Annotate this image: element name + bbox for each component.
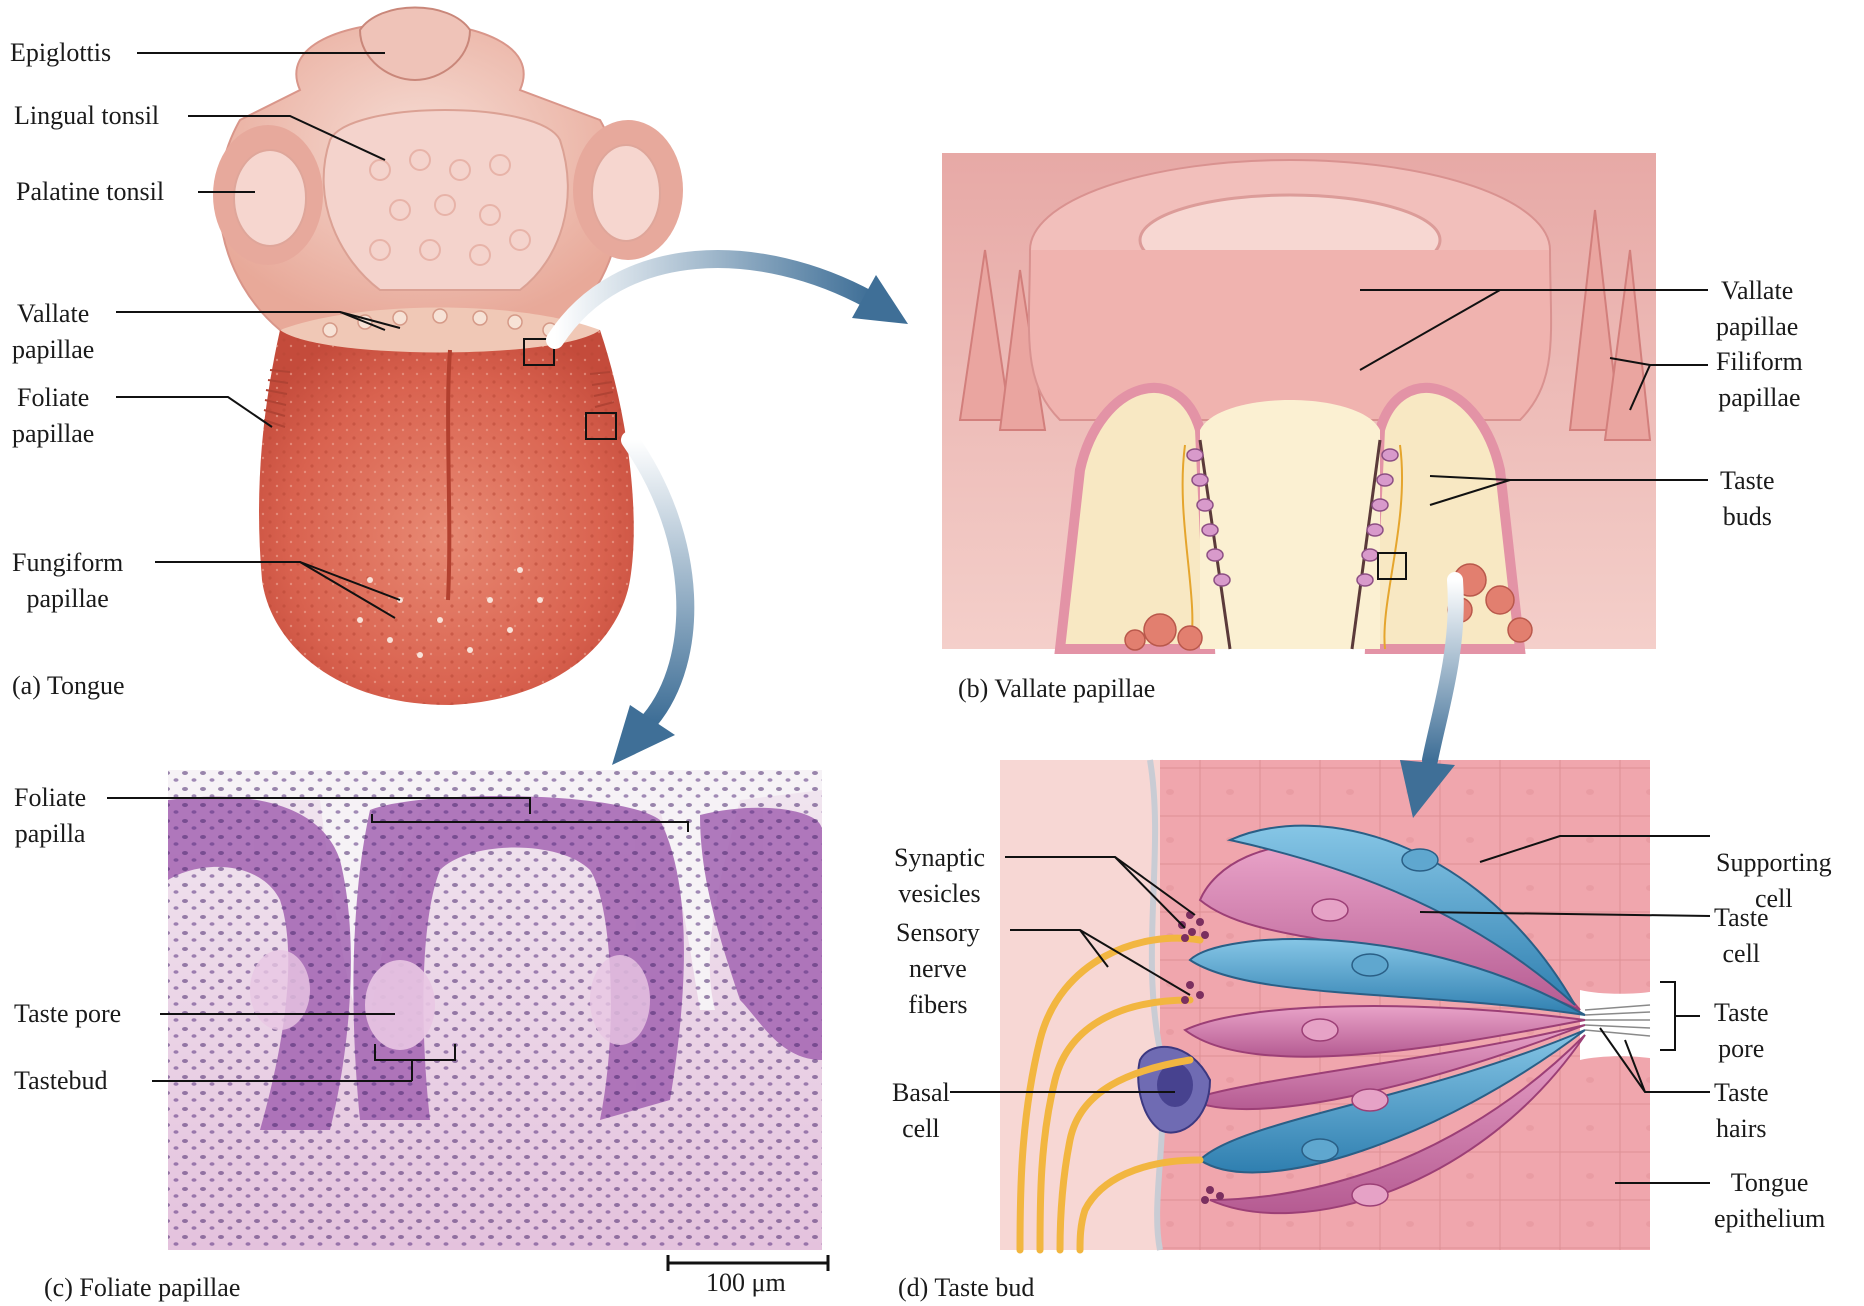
label-vallate-papillae-a: Vallate papillae bbox=[12, 296, 94, 368]
label-lingual-tonsil: Lingual tonsil bbox=[14, 98, 159, 134]
label-vallate-papillae-b: Vallate papillae bbox=[1716, 273, 1798, 345]
label-fungiform-papillae: Fungiform papillae bbox=[12, 545, 123, 617]
label-taste-hairs: Taste hairs bbox=[1714, 1075, 1769, 1147]
caption-c: (c) Foliate papillae bbox=[44, 1273, 240, 1303]
caption-d: (d) Taste bud bbox=[898, 1273, 1034, 1303]
taste-bud-illustration bbox=[1000, 760, 1660, 1250]
foliate-papillae-micrograph bbox=[168, 770, 828, 1271]
vallate-papillae-illustration bbox=[942, 153, 1656, 650]
label-taste-pore-c: Taste pore bbox=[14, 996, 121, 1032]
label-synaptic-vesicles: Synaptic vesicles bbox=[894, 840, 985, 912]
label-taste-pore-d: Taste pore bbox=[1714, 995, 1769, 1067]
label-tongue-epithelium: Tongue epithelium bbox=[1714, 1165, 1825, 1237]
label-epiglottis: Epiglottis bbox=[10, 35, 111, 71]
caption-b: (b) Vallate papillae bbox=[958, 674, 1155, 704]
label-filiform-papillae: Filiform papillae bbox=[1716, 344, 1803, 416]
caption-a: (a) Tongue bbox=[12, 671, 125, 701]
label-taste-cell: Taste cell bbox=[1714, 900, 1769, 972]
tongue-illustration bbox=[213, 8, 683, 706]
label-palatine-tonsil: Palatine tonsil bbox=[16, 174, 164, 210]
label-taste-buds: Taste buds bbox=[1720, 463, 1775, 535]
scale-bar-label: 100 μm bbox=[706, 1268, 786, 1298]
label-sensory-nerve-fibers: Sensory nerve fibers bbox=[896, 915, 980, 1023]
label-foliate-papillae-a: Foliate papillae bbox=[12, 380, 94, 452]
label-tastebud: Tastebud bbox=[14, 1063, 108, 1099]
label-foliate-papilla: Foliate papilla bbox=[14, 780, 86, 852]
label-basal-cell: Basal cell bbox=[892, 1075, 950, 1147]
